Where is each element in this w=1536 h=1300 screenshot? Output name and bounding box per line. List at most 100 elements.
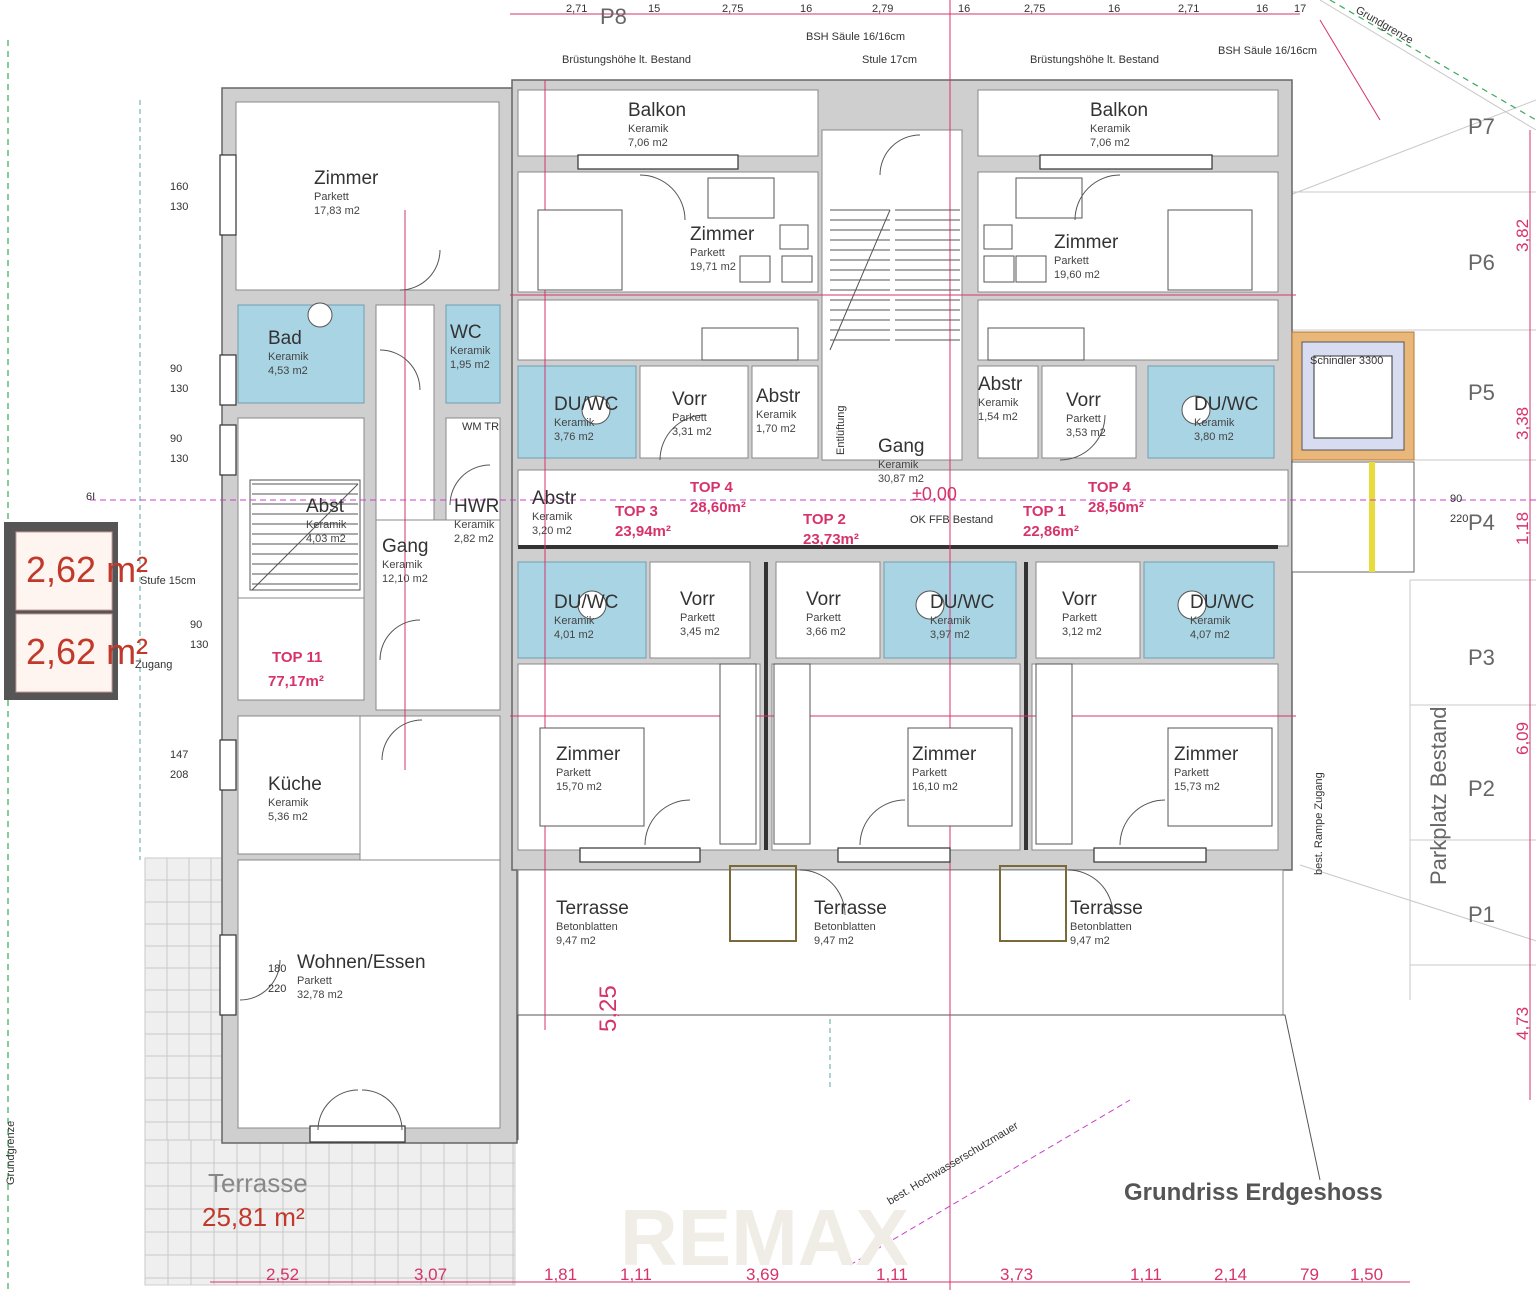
window-height: 208 — [170, 769, 188, 781]
room-finish: Parkett — [690, 247, 725, 259]
terrace-big-area: 25,81 m² — [202, 1202, 305, 1232]
room-name: DU/WC — [554, 592, 618, 613]
window-height: 220 — [1450, 513, 1468, 525]
room-finish: Keramik — [930, 615, 971, 627]
window-height: 130 — [170, 453, 188, 465]
duwc-top4-left — [517, 365, 637, 459]
room-area: 3,80 m2 — [1194, 431, 1234, 443]
room-name: HWR — [454, 496, 499, 517]
room-kueche — [237, 715, 361, 855]
room-finish: Keramik — [978, 397, 1019, 409]
room-name: Vorr — [1066, 390, 1102, 411]
dimension: 2,14 — [1214, 1265, 1247, 1284]
room-finish: Keramik — [554, 615, 595, 627]
dimension: 5,25 — [595, 985, 622, 1032]
room-area: 7,06 m2 — [628, 137, 668, 149]
dimension: 3,38 — [1513, 407, 1532, 440]
annotation: BSH Säule 16/16cm — [806, 31, 905, 43]
room-finish: Parkett — [297, 975, 332, 987]
abstr-top4-right — [977, 365, 1039, 459]
room-name: DU/WC — [1194, 394, 1258, 415]
window-width: 90 — [170, 433, 182, 445]
room-finish: Parkett — [1174, 767, 1209, 779]
flood-wall — [849, 1099, 1131, 1266]
dimension: 3,07 — [414, 1265, 447, 1284]
room-area: 3,12 m2 — [1062, 626, 1102, 638]
room-finish: Keramik — [554, 417, 595, 429]
abstr-top4-left — [751, 365, 819, 459]
room-area: 9,47 m2 — [1070, 935, 1110, 947]
room-name: Vorr — [806, 589, 842, 610]
room-zugang-stair — [237, 597, 365, 701]
room-area: 4,03 m2 — [306, 533, 346, 545]
unit-area: 22,86m² — [1023, 523, 1079, 540]
window-width: 90 — [1450, 493, 1462, 505]
room-area: 9,47 m2 — [556, 935, 596, 947]
room-bad — [237, 304, 365, 404]
room-area: 15,73 m2 — [1174, 781, 1220, 793]
room-finish: Keramik — [268, 797, 309, 809]
room-area: 4,07 m2 — [1190, 629, 1230, 641]
vorr-top2 — [775, 561, 881, 659]
room-name: Gang — [382, 536, 428, 557]
room-name: Zimmer — [912, 744, 977, 765]
room-area: 32,78 m2 — [297, 989, 343, 1001]
window-size: 147 208 — [170, 749, 188, 781]
dimension: 16 — [958, 3, 970, 15]
lift-label: Schindler 3300 — [1310, 355, 1383, 367]
annex-area-upper: 2,62 m² — [26, 549, 148, 590]
dimension: 2,52 — [266, 1265, 299, 1284]
unit-label: TOP 2 — [803, 511, 846, 528]
room-area: 1,95 m2 — [450, 359, 490, 371]
balkon-right — [977, 89, 1279, 157]
unit-label: TOP 11 — [272, 649, 322, 666]
window-width: 90 — [170, 363, 182, 375]
room-area: 1,70 m2 — [756, 423, 796, 435]
dimension: 1,50 — [1350, 1265, 1383, 1284]
dimension: 1,11 — [620, 1265, 652, 1284]
room-area: 3,97 m2 — [930, 629, 970, 641]
room-name: Vorr — [680, 589, 716, 610]
room-area: 3,20 m2 — [532, 525, 572, 537]
vorr-top1 — [1035, 561, 1141, 659]
unit-area: 23,73m² — [803, 531, 859, 548]
parking-slot: P5 — [1468, 380, 1495, 405]
room-wc — [445, 304, 501, 404]
unit-label: TOP 3 — [615, 503, 658, 520]
room-name: Terrasse — [556, 898, 629, 919]
dimension: 16 — [1108, 3, 1120, 15]
annotation: best. Hochwasserschutzmauer — [885, 1120, 1020, 1208]
parking-slot: P6 — [1468, 250, 1495, 275]
room-name: Zimmer — [690, 224, 755, 245]
window-width: 160 — [170, 181, 188, 193]
room-area: 1,54 m2 — [978, 411, 1018, 423]
room-name: Abstr — [978, 374, 1023, 395]
room-finish: Keramik — [878, 459, 919, 471]
window-height: 130 — [170, 201, 188, 213]
room-finish: Parkett — [556, 767, 591, 779]
room-area: 3,66 m2 — [806, 626, 846, 638]
unit-area: 28,50m² — [1088, 499, 1144, 516]
dimension: 16 — [800, 3, 812, 15]
room-name: Balkon — [628, 100, 686, 121]
room-name: Wohnen/Essen — [297, 952, 426, 973]
dimension: 3,69 — [746, 1265, 779, 1284]
room-area: 3,76 m2 — [554, 431, 594, 443]
window-height: 130 — [190, 639, 208, 651]
room-finish: Keramik — [1194, 417, 1235, 429]
window-width: 147 — [170, 749, 188, 761]
room-finish: Parkett — [1054, 255, 1089, 267]
room-name: DU/WC — [1190, 592, 1254, 613]
dimension: 1,11 — [876, 1265, 908, 1284]
